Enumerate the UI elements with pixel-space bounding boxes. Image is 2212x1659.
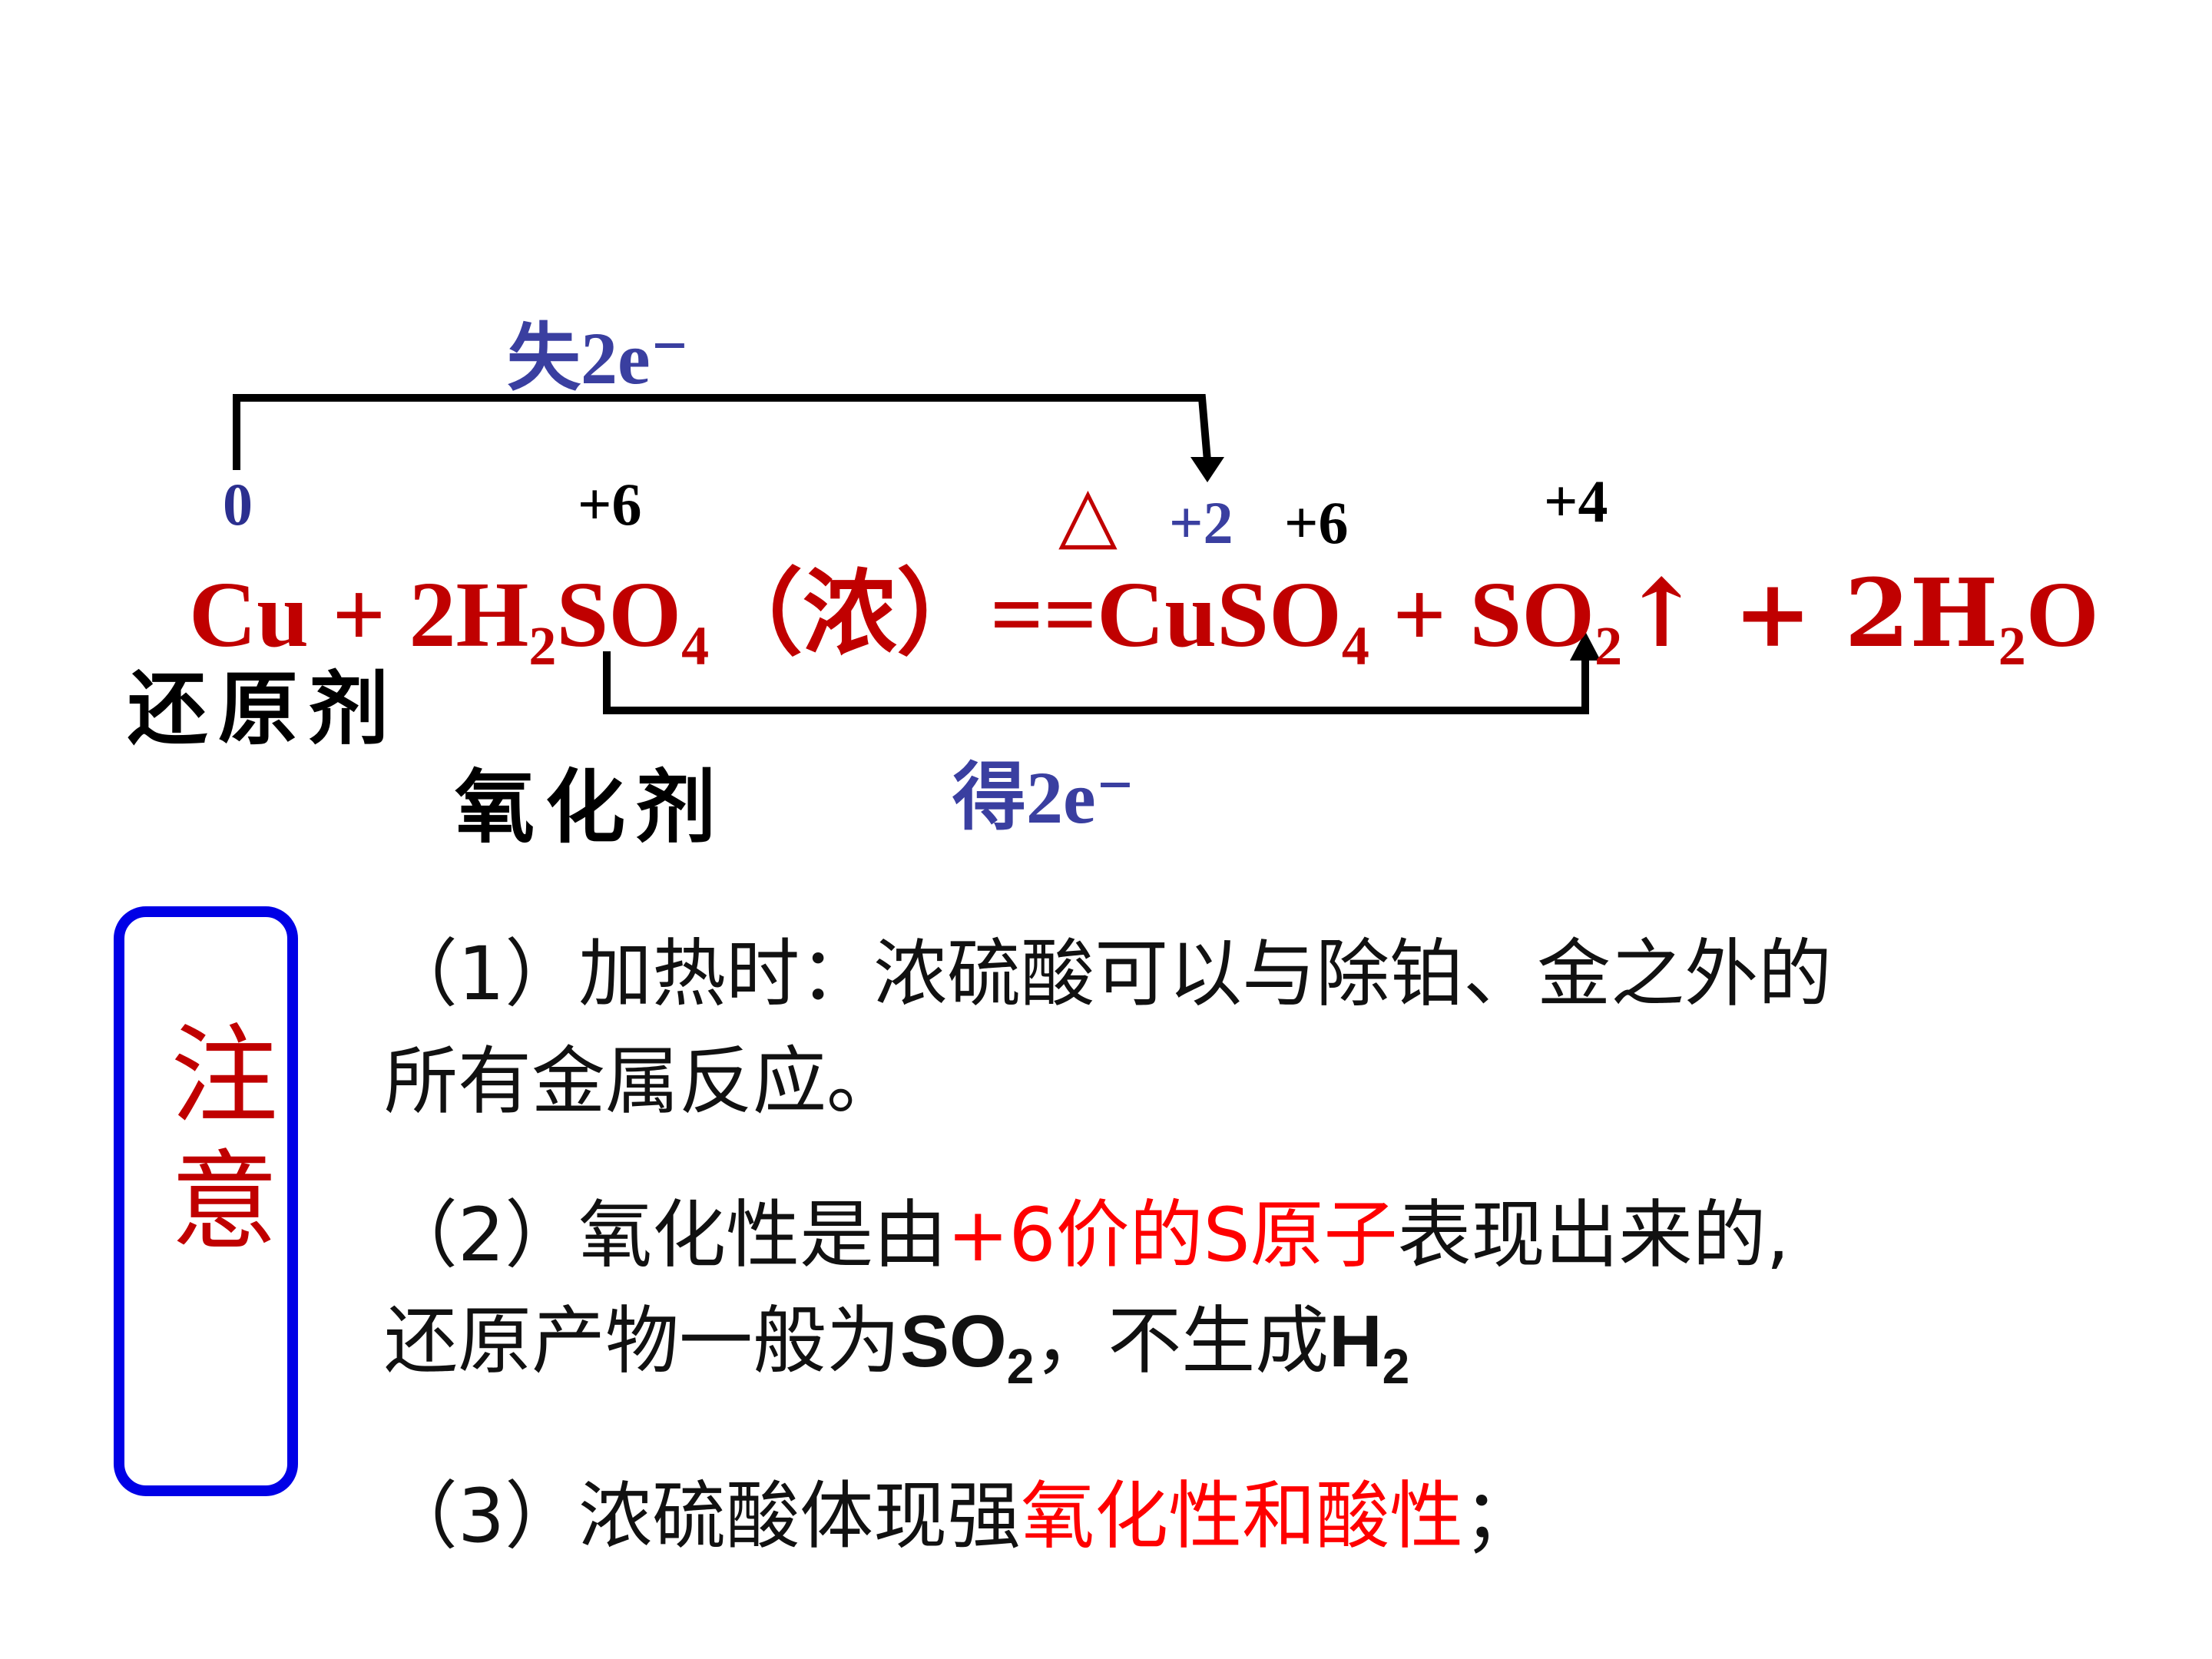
ox-state-cu: 0 bbox=[223, 471, 253, 538]
note-item-2-so-sub: 2 bbox=[1006, 1339, 1035, 1394]
note-item-2-highlight: +6价的S原子 bbox=[947, 1192, 1398, 1278]
note-item-2-h-sub: 2 bbox=[1382, 1339, 1410, 1394]
gain-electrons-label: 得2e⁻ bbox=[952, 757, 1135, 839]
equation-part-7: O bbox=[2025, 563, 2099, 667]
equation-part-2: SO bbox=[556, 563, 682, 667]
note-item-2-prefix: （2）氧化性是由 bbox=[384, 1192, 948, 1278]
lose-electron-arrowhead bbox=[1190, 457, 1224, 482]
note-box bbox=[114, 906, 298, 1496]
equation-sub-3: 4 bbox=[1341, 615, 1369, 677]
note-item-3-prefix: （3）浓硫酸体现强 bbox=[384, 1473, 1022, 1559]
note-item-2-h: H bbox=[1329, 1300, 1382, 1382]
note-item-2-line-1: （2）氧化性是由+6价的S原子表现出来的, bbox=[384, 1175, 1790, 1282]
note-title-char-2: 意 bbox=[171, 1140, 279, 1265]
note-item-3: （3）浓硫酸体现强氧化性和酸性； bbox=[384, 1456, 1537, 1563]
equation-sub-2: 4 bbox=[681, 615, 710, 677]
equation-sub-1: 2 bbox=[528, 615, 557, 677]
lose-electron-bracket bbox=[233, 394, 1211, 470]
lose-electrons-label: 失2e⁻ bbox=[507, 317, 690, 399]
note-item-2-line2-b: ，不生成 bbox=[1034, 1298, 1330, 1384]
reducing-agent-label: 还原剂 bbox=[127, 661, 400, 756]
note-title: 注 意 bbox=[171, 1014, 278, 1266]
equation-sub-4: 2 bbox=[1594, 615, 1623, 677]
chemical-equation: Cu + 2H2SO4（浓）==CuSO4 + SO2↑ + 2H2O bbox=[189, 538, 2099, 674]
note-item-2-line2-a: 还原产物一般为 bbox=[384, 1298, 900, 1384]
note-item-1-line-1: （1）加热时：浓硫酸可以与除铂、金之外的 bbox=[384, 931, 1833, 1017]
equation-part-1: Cu + 2H bbox=[189, 563, 529, 667]
note-item-1-line-2: 所有金属反应。 bbox=[384, 1038, 900, 1124]
gain-electron-arrowhead bbox=[1570, 631, 1601, 661]
ox-state-s-acid: +6 bbox=[578, 471, 642, 538]
note-title-char-1: 注 bbox=[171, 1014, 279, 1139]
equation-part-5: + SO bbox=[1369, 563, 1595, 667]
equation-sub-5: 2 bbox=[1998, 615, 2026, 677]
oxidizing-agent-label: 氧化剂 bbox=[455, 760, 727, 854]
note-item-2-suffix: 表现出来的, bbox=[1397, 1192, 1790, 1278]
heat-symbol: △ bbox=[1058, 469, 1118, 558]
ox-state-s-sulfate: +6 bbox=[1284, 489, 1349, 556]
gain-electron-bracket bbox=[603, 651, 1589, 714]
note-item-3-suffix: ； bbox=[1463, 1473, 1538, 1559]
equation-part-6: ↑ + 2H bbox=[1622, 558, 1998, 668]
note-item-3-highlight: 氧化性和酸性 bbox=[1021, 1473, 1464, 1559]
equation-part-3: （浓） bbox=[709, 558, 991, 668]
ox-state-s-dioxide: +4 bbox=[1544, 468, 1608, 535]
note-item-2-so: SO bbox=[900, 1300, 1007, 1382]
equation-part-4: ==CuSO bbox=[990, 563, 1342, 667]
ox-state-cu-product: +2 bbox=[1169, 489, 1233, 556]
note-item-2-line-2: 还原产物一般为SO2，不生成H2 bbox=[384, 1281, 1409, 1391]
